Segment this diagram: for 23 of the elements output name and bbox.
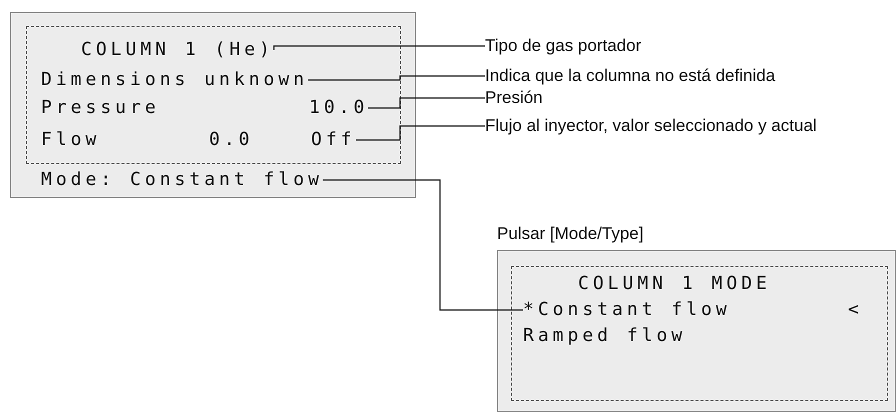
leader-line	[308, 75, 485, 81]
display-text: Dimensions unknown	[41, 67, 308, 93]
display-text: Pressure	[41, 96, 160, 120]
leader-line	[368, 97, 485, 109]
display-text: COLUMN 1 (He)	[81, 37, 274, 63]
leader-line	[322, 179, 523, 311]
leader-line	[273, 45, 485, 51]
display-screen	[10, 12, 416, 198]
display-value: <	[848, 298, 863, 322]
callout-text: Flujo al inyector, valor seleccionado y actual	[485, 116, 817, 136]
display-text: *Constant flow	[523, 298, 731, 322]
display-value: Off	[311, 128, 356, 152]
callout-text: Tipo de gas portador	[485, 36, 642, 56]
display-value: 0.0	[209, 128, 254, 152]
display-text: COLUMN 1 MODE	[578, 271, 771, 297]
callout-text: Presión	[485, 88, 543, 108]
leader-line	[356, 125, 485, 141]
callout-text: Indica que la columna no está definida	[485, 66, 776, 86]
display-text: Flow	[41, 128, 100, 152]
display-text: Mode: Constant flow	[41, 167, 323, 193]
screen-heading: Pulsar [Mode/Type]	[497, 224, 644, 244]
display-text: Ramped flow	[523, 323, 686, 349]
display-value: 10.0	[309, 96, 368, 120]
